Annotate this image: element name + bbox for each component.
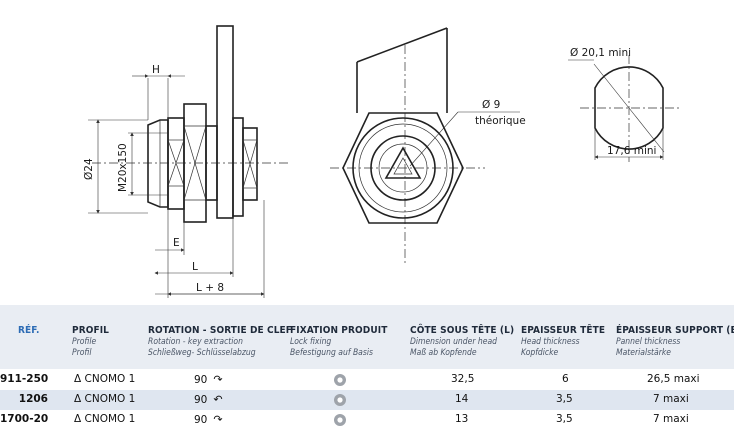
rotation-cw-icon: ↷ [213, 413, 223, 426]
header-tete: EPAISSEUR TÊTE Head thickness Kopfdicke [521, 325, 606, 358]
label-theorique: théorique [475, 115, 526, 127]
table-row: 911-250 Δ CNOMO 1 90↷ 32,5 6 26,5 maxi [0, 370, 734, 390]
technical-drawing: H Ø24 M20x150 E L L + 8 [83, 25, 680, 298]
cell-cote: 32,5 [451, 373, 475, 385]
cell-tete: 6 [562, 373, 569, 385]
cell-support: 7 maxi [653, 393, 689, 405]
hex-nut-icon [334, 374, 346, 386]
cell-tete: 3,5 [556, 393, 573, 405]
cell-rotation: 90↶ [194, 393, 223, 406]
cell-cote: 13 [455, 413, 469, 425]
cell-rotation: 90↷ [194, 413, 223, 426]
header-fixation: FIXATION PRODUIT Lock fixing Befestigung… [290, 325, 388, 358]
cell-ref: 1206 [18, 393, 48, 405]
table-row: 1700-20 Δ CNOMO 1 90↷ 13 3,5 7 maxi [0, 410, 734, 430]
label-e: E [173, 237, 180, 249]
label-d201: Ø 20,1 mini [570, 47, 631, 59]
cell-rotation: 90↷ [194, 373, 223, 386]
cell-profil: Δ CNOMO 1 [74, 373, 136, 385]
label-d24: Ø24 [83, 158, 95, 180]
rotation-cw-icon: ↷ [213, 373, 223, 386]
cell-tete: 3,5 [556, 413, 573, 425]
label-l8: L + 8 [196, 282, 224, 294]
header-ref: RÉF. [18, 325, 40, 336]
cell-support: 7 maxi [653, 413, 689, 425]
label-d176: 17,6 mini [607, 145, 656, 157]
table-row: 1206 Δ CNOMO 1 90↶ 14 3,5 7 maxi [0, 390, 734, 410]
front-view: Ø 9 théorique [330, 27, 526, 265]
label-l: L [192, 261, 198, 273]
header-cote: CÔTE SOUS TÊTE (L) Dimension under head … [410, 325, 515, 358]
side-view: H Ø24 M20x150 E L L + 8 [83, 25, 290, 298]
label-d9: Ø 9 [482, 99, 500, 111]
rotation-ccw-icon: ↶ [213, 393, 223, 406]
cell-cote: 14 [455, 393, 469, 405]
cell-ref: 1700-20 [0, 413, 49, 425]
cell-profil: Δ CNOMO 1 [74, 393, 136, 405]
label-h: H [152, 64, 160, 76]
header-profil: PROFIL Profile Profil [72, 325, 109, 358]
cell-ref: 911-250 [0, 373, 49, 385]
table-header [0, 305, 734, 369]
cell-support: 26,5 maxi [647, 373, 700, 385]
header-rotation: ROTATION - SORTIE DE CLEF Rotation - key… [148, 325, 293, 358]
hex-nut-icon [334, 394, 346, 406]
header-support: ÉPAISSEUR SUPPORT (E) Pannel thickness M… [616, 325, 734, 358]
panel-cutout-view: Ø 20,1 mini 17,6 mini [568, 47, 680, 162]
cell-profil: Δ CNOMO 1 [74, 413, 136, 425]
hex-nut-icon [334, 414, 346, 426]
spec-table: RÉF. PROFIL Profile Profil ROTATION - SO… [0, 305, 734, 432]
label-m20: M20x150 [117, 143, 129, 192]
